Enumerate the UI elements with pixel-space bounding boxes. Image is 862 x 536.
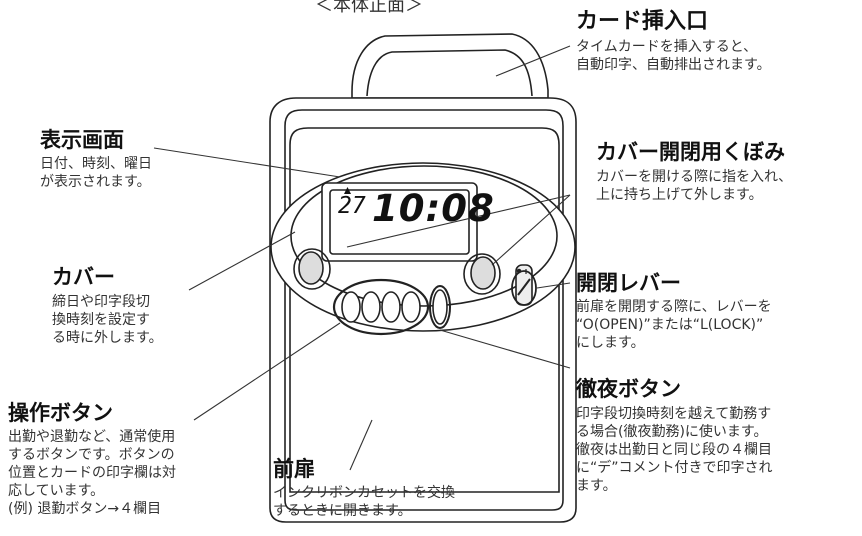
front-door-panel <box>289 127 560 493</box>
operation-buttons <box>332 278 430 336</box>
cover-recess-right <box>470 256 496 290</box>
open-close-lever <box>511 264 537 306</box>
lever-title: 開閉レバー <box>576 270 681 295</box>
display-title: 表示画面 <box>40 127 124 152</box>
cover-desc: 締日や印字段切 換時刻を設定す る時に外します。 <box>52 294 163 346</box>
cover-recess-left <box>298 251 324 285</box>
lcd-day: 27 <box>338 193 366 219</box>
card-slot-title: カード挿入口 <box>576 8 709 34</box>
all-night-title: 徹夜ボタン <box>576 376 681 401</box>
lcd-time: 10:08 <box>372 187 495 230</box>
top-caption: ＜本体正面＞ <box>315 0 423 16</box>
front-door-desc: インクリボンカセットを交換 するときに開きます。 <box>273 485 455 519</box>
card-slot-desc: タイムカードを挿入すると、 自動印字、自動排出されます。 <box>576 39 771 73</box>
all-night-button <box>432 289 448 325</box>
day-indicator-icon <box>344 187 351 194</box>
all-night-desc: 印字段切換時刻を越えて勤務す る場合(徹夜勤務)に使います。 徹夜は出勤日と同じ… <box>576 406 773 494</box>
lcd-display <box>321 182 478 262</box>
card-slot <box>351 33 549 111</box>
front-door-title: 前扉 <box>273 456 315 481</box>
cover-title: カバー <box>52 264 115 289</box>
cover-recess-desc: カバーを開ける際に指を入れ、 上に持ち上げて外します。 <box>596 169 793 203</box>
cover-recess-title: カバー開閉用くぼみ <box>596 139 785 164</box>
operation-title: 操作ボタン <box>8 400 113 425</box>
leader-lines <box>153 45 571 471</box>
display-desc: 日付、時刻、曜日 が表示されます。 <box>40 156 152 190</box>
lever-desc: 前扉を開閉する際に、レバーを “O(OPEN)”または“L(LOCK)” にしま… <box>576 299 772 351</box>
operation-desc: 出勤や退勤など、通常使用 するボタンです。ボタンの 位置とカードの印字欄は対 応… <box>8 429 176 517</box>
